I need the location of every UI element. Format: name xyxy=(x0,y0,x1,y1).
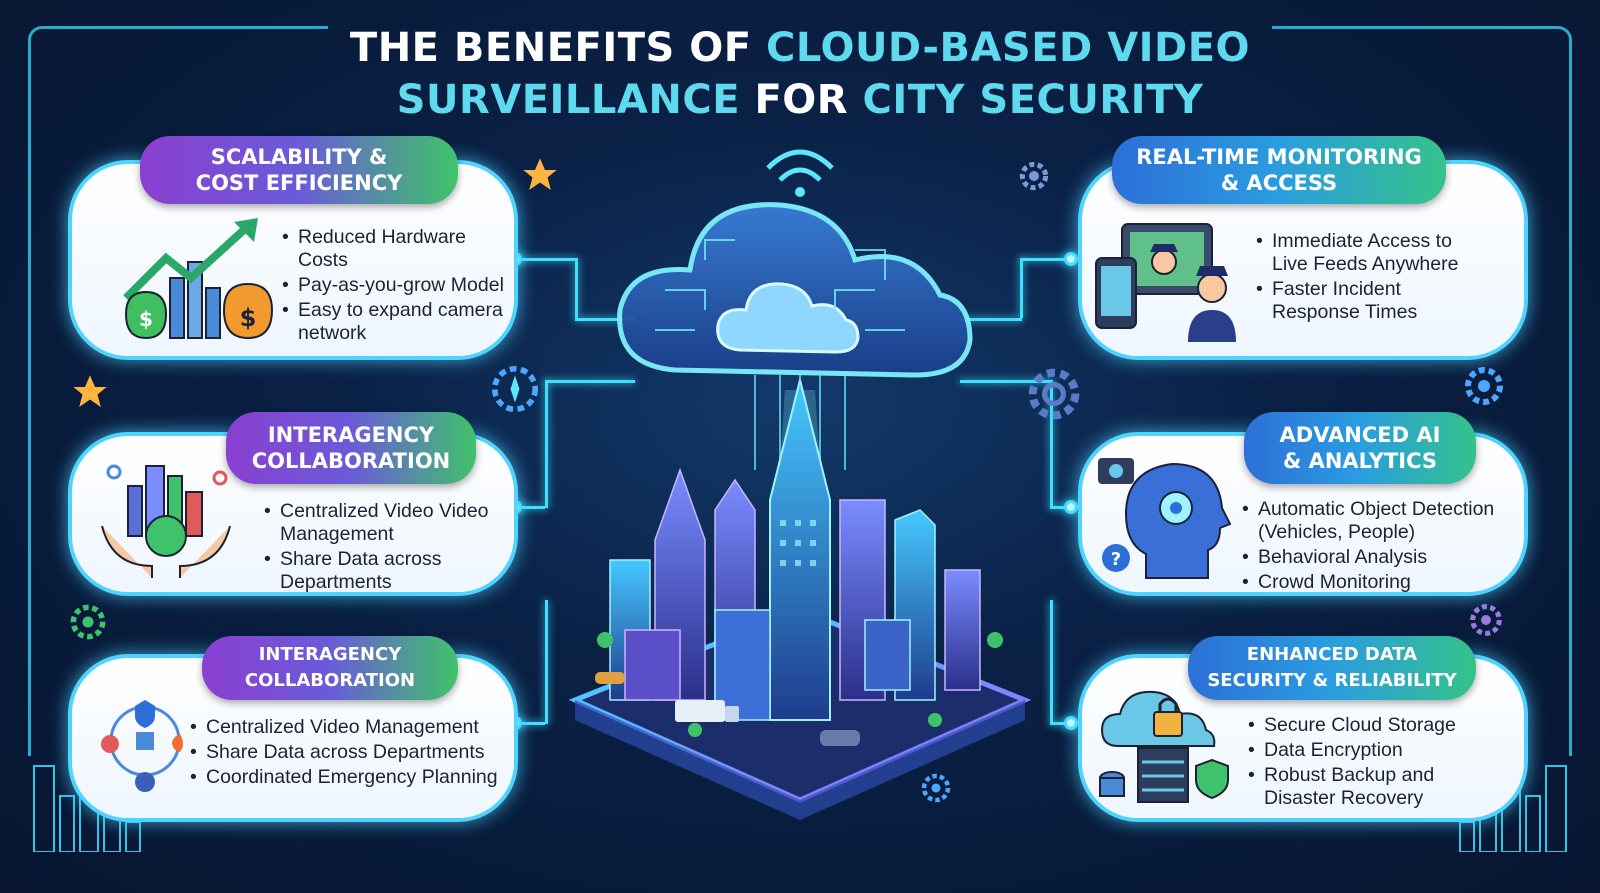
connector-line xyxy=(515,722,545,725)
connector-dot xyxy=(1064,716,1078,730)
card-bullets: Centralized Video Video Management Share… xyxy=(264,500,494,596)
list-item: Data Encryption xyxy=(1248,739,1508,762)
connector-dot xyxy=(1064,500,1078,514)
card-title-line: & ANALYTICS xyxy=(1282,449,1438,473)
connector-line xyxy=(1050,600,1053,724)
frame-right xyxy=(1569,86,1572,756)
list-item: Behavioral Analysis xyxy=(1242,546,1532,569)
gear-icon xyxy=(1019,161,1049,191)
cloud-city-icon xyxy=(568,149,1032,820)
connector-line xyxy=(575,258,578,318)
cloud-lock-server-icon xyxy=(1099,690,1229,803)
title-text: FOR xyxy=(740,77,863,123)
list-item: Share Data across Departments xyxy=(190,741,510,764)
card-title-security: ENHANCED DATA SECURITY & RELIABILITY xyxy=(1188,636,1476,700)
connector-line xyxy=(545,380,548,508)
list-item: Pay-as-you-grow Model xyxy=(282,274,512,297)
card-title-interagency-1: INTERAGENCY COLLABORATION xyxy=(226,412,476,484)
card-title-line: ADVANCED AI xyxy=(1279,423,1441,447)
list-item: Reduced Hardware Costs xyxy=(282,226,512,272)
card-title-realtime: REAL-TIME MONITORING & ACCESS xyxy=(1112,136,1446,204)
gear-icon xyxy=(70,604,106,640)
card-bullets: Reduced Hardware Costs Pay-as-you-grow M… xyxy=(282,226,512,347)
connector-line xyxy=(575,318,635,321)
card-title-line: INTERAGENCY xyxy=(258,644,402,665)
card-title-line: SCALABILITY & xyxy=(210,145,388,169)
title-highlight: SURVEILLANCE xyxy=(396,77,741,123)
connector-dot xyxy=(1064,252,1078,266)
connector-line xyxy=(960,380,1052,383)
card-title-scalability: SCALABILITY & COST EFFICIENCY xyxy=(140,136,458,204)
list-item: Crowd Monitoring xyxy=(1242,571,1532,594)
list-item: Automatic Object Detection (Vehicles, Pe… xyxy=(1242,498,1532,544)
list-item: Immediate Access to Live Feeds Anywhere xyxy=(1256,230,1486,276)
svg-text:$: $ xyxy=(139,307,153,331)
list-item: Robust Backup and Disaster Recovery xyxy=(1248,764,1508,810)
frame-top-left xyxy=(28,26,328,86)
svg-text:$: $ xyxy=(240,304,257,332)
growth-chart-money-bags-icon: $ $ xyxy=(123,218,274,340)
gear-icon xyxy=(1470,604,1502,636)
list-item: Centralized Video Video Management xyxy=(264,500,494,546)
card-bullets: Centralized Video Management Share Data … xyxy=(190,716,510,791)
card-title-ai: ADVANCED AI & ANALYTICS xyxy=(1244,412,1476,484)
connector-line xyxy=(960,318,1022,321)
hands-holding-city-icon xyxy=(101,464,231,578)
star-icon xyxy=(73,375,107,407)
frame-top-right xyxy=(1272,26,1572,86)
police-officers-devices-icon xyxy=(1095,223,1236,342)
list-item: Share Data across Departments xyxy=(264,548,494,594)
card-title-line: SECURITY & RELIABILITY xyxy=(1207,670,1457,691)
compass-icon xyxy=(491,365,539,413)
title-highlight: CLOUD-BASED VIDEO xyxy=(766,25,1251,71)
card-title-line: INTERAGENCY xyxy=(267,423,435,447)
connector-line xyxy=(515,258,575,261)
svg-text:?: ? xyxy=(1111,549,1121,570)
connector-line xyxy=(1020,258,1023,318)
card-bullets: Secure Cloud Storage Data Encryption Rob… xyxy=(1248,714,1508,812)
frame-left xyxy=(28,86,31,756)
list-item: Faster Incident Response Times xyxy=(1256,278,1486,324)
agency-network-icon xyxy=(101,700,183,792)
star-icon xyxy=(523,158,557,190)
card-title-line: REAL-TIME MONITORING xyxy=(1136,145,1422,169)
connector-line xyxy=(545,600,548,724)
gear-icon xyxy=(1465,367,1503,405)
page-title: THE BENEFITS OF CLOUD-BASED VIDEO SURVEI… xyxy=(300,22,1300,126)
list-item: Coordinated Emergency Planning xyxy=(190,766,510,789)
connector-line xyxy=(1020,258,1070,261)
card-title-line: & ACCESS xyxy=(1220,171,1338,195)
card-title-line: COLLABORATION xyxy=(244,670,416,691)
title-highlight: CITY SECURITY xyxy=(862,77,1204,123)
gear-icon xyxy=(921,773,951,803)
card-title-line: ENHANCED DATA xyxy=(1246,644,1418,665)
list-item: Easy to expand camera network xyxy=(282,299,512,345)
title-text: THE BENEFITS OF xyxy=(349,25,767,71)
connector-line xyxy=(1050,506,1070,509)
list-item: Centralized Video Management xyxy=(190,716,510,739)
card-title-line: COLLABORATION xyxy=(251,449,451,473)
connector-line xyxy=(1050,380,1053,508)
card-bullets: Immediate Access to Live Feeds Anywhere … xyxy=(1256,230,1486,326)
ai-head-icon: ? xyxy=(1098,458,1232,579)
connector-line xyxy=(515,506,545,509)
connector-line xyxy=(1050,722,1070,725)
connector-line xyxy=(545,380,635,383)
card-title-line: COST EFFICIENCY xyxy=(195,171,403,195)
list-item: Secure Cloud Storage xyxy=(1248,714,1508,737)
card-title-interagency-2: INTERAGENCY COLLABORATION xyxy=(202,636,458,700)
gear-icon xyxy=(1028,368,1080,420)
card-bullets: Automatic Object Detection (Vehicles, Pe… xyxy=(1242,498,1532,596)
